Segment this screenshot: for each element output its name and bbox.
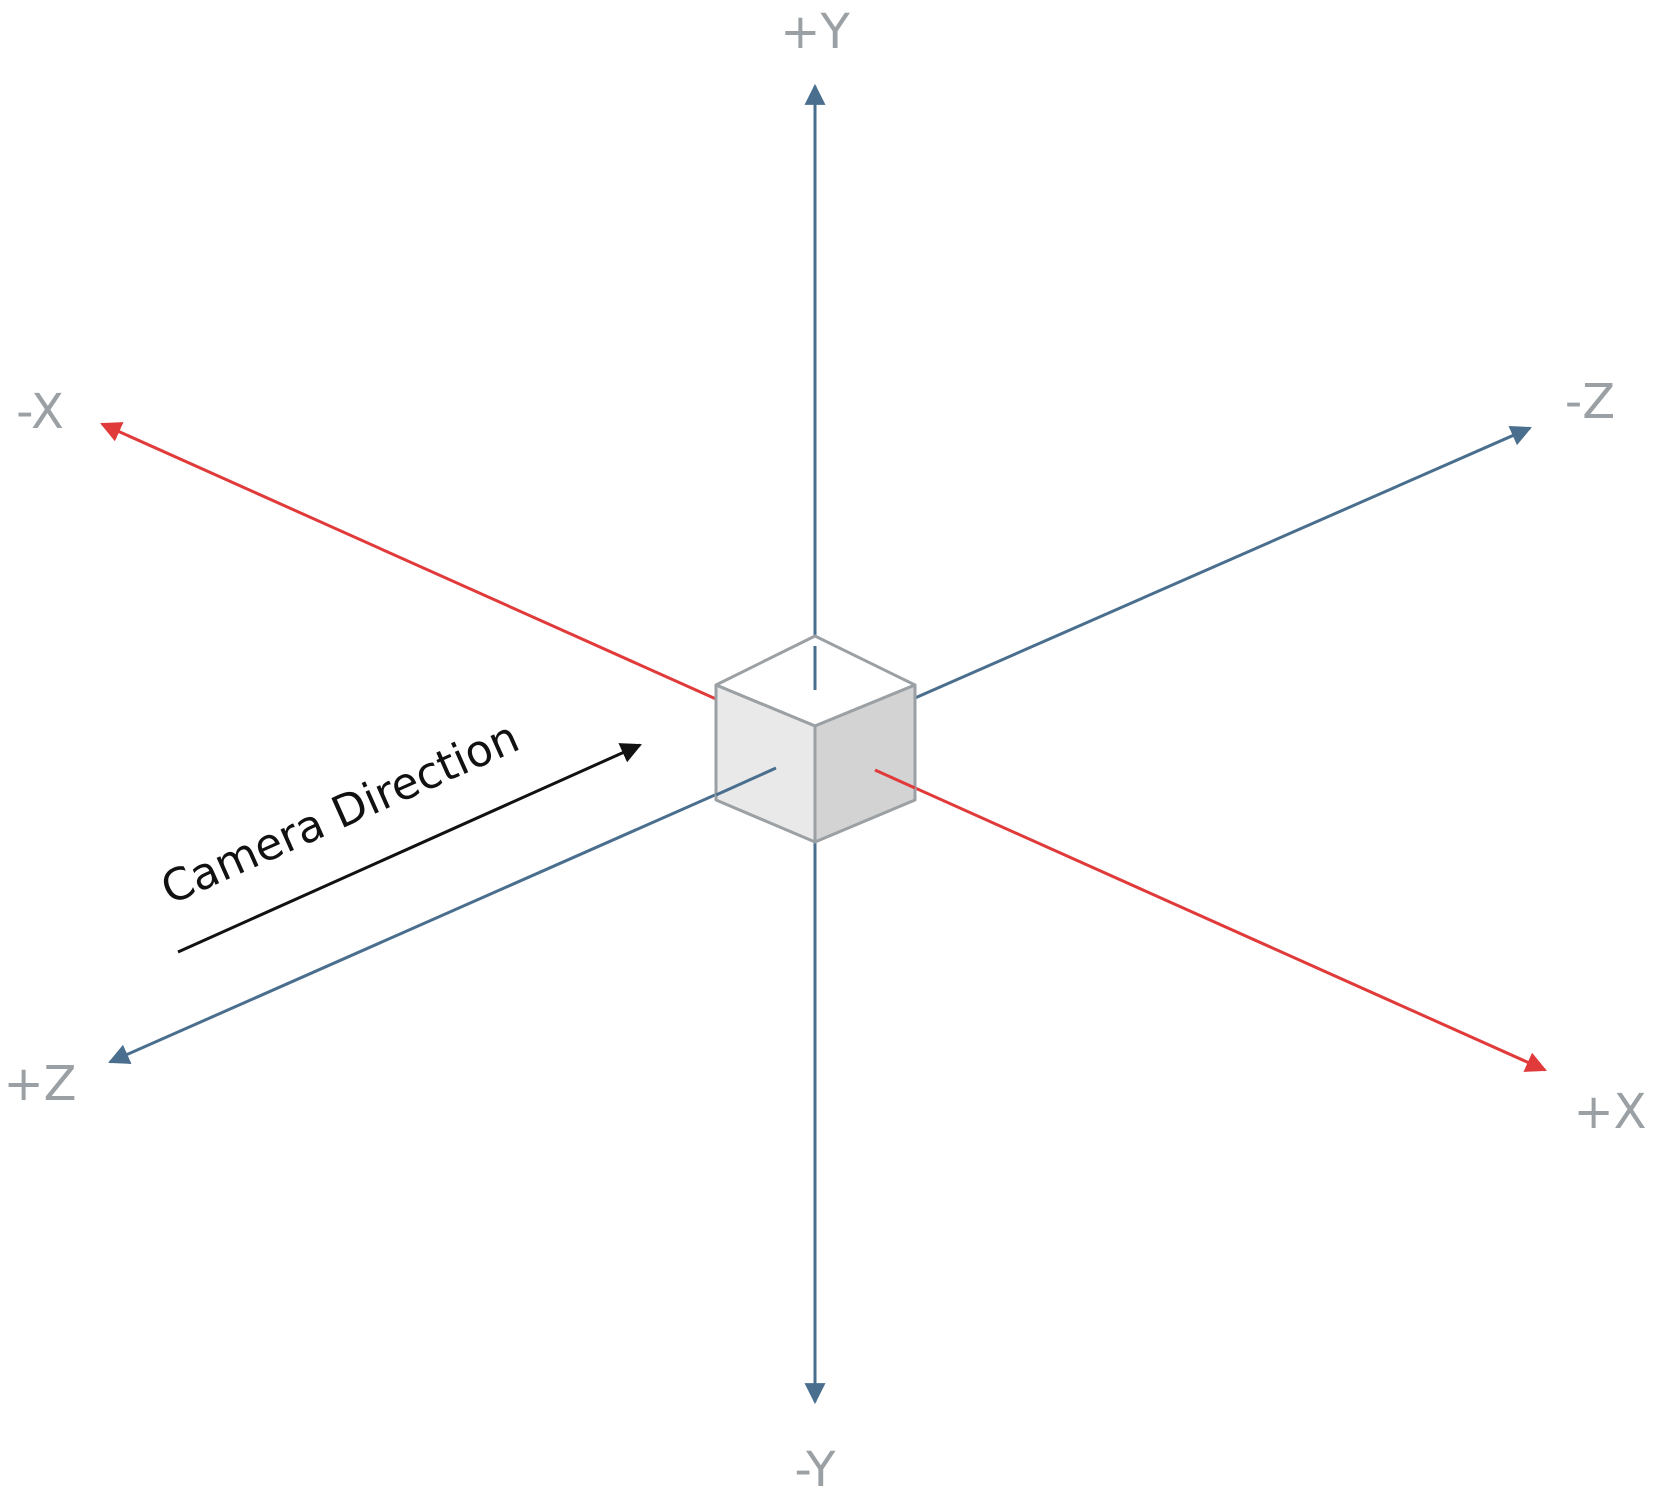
x-axis-inner-stub [874,768,916,790]
axis-label-minus-z: -Z [1565,374,1615,430]
z-axis-inner-stub [715,766,777,797]
cube-right-face [813,683,917,844]
x-axis-negative [100,422,717,701]
z-axis-negative [914,425,1532,700]
camera-direction-arrow [177,743,642,954]
camera-direction-label: Camera Direction [154,712,527,915]
axis-label-minus-x: -X [16,384,64,440]
z-axis-positive [108,766,777,1064]
axis-label-minus-y: -Y [795,1442,837,1497]
axis-label-plus-z: +Z [3,1056,76,1112]
x-axis-positive [874,768,1547,1072]
axis-label-plus-y: +Y [780,4,850,60]
axis-label-plus-x: +X [1573,1084,1646,1140]
